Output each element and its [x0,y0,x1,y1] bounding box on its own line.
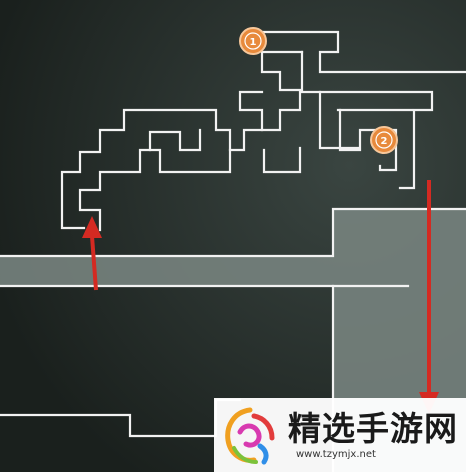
maze-walls [0,30,466,472]
marker-2-label: 2 [381,136,388,147]
marker-1-label: 1 [250,37,257,48]
wall-inner-f [262,146,302,174]
wall-inner-a [60,50,304,230]
wall-inner-g [318,90,434,190]
wall-inner-b [300,50,398,172]
marker-2: 2 [370,126,398,154]
marker-1: 1 [239,27,267,55]
wall-inner-e [238,90,264,132]
arrow-up [82,216,102,291]
wall-inner-i [338,108,362,152]
wall-inner-d [148,128,202,152]
wall-top-loop [260,30,466,74]
watermark-title: 精选手游网 [288,409,458,448]
wall-inner-c [78,148,232,232]
site-watermark: 精选手游网 www.tzymjx.net [214,398,466,472]
site-logo-icon [225,407,275,465]
watermark-url: www.tzymjx.net [296,449,376,460]
wall-ledge-upper [0,207,466,258]
